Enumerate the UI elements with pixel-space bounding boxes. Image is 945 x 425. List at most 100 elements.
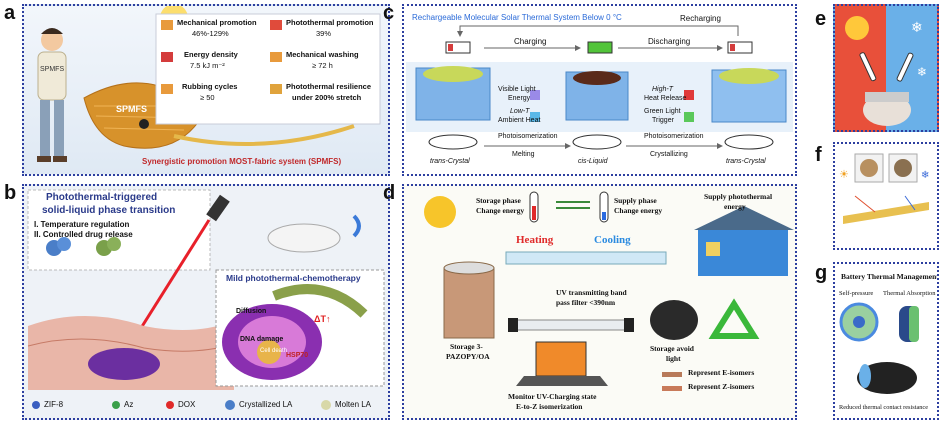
panel-g: Battery Thermal Management Self-pressure… (833, 262, 939, 420)
crystallizing-label: Crystallizing (650, 151, 688, 158)
stat-value-energy: 7.5 kJ m⁻² (190, 61, 225, 70)
legend-crystallized-icon (225, 400, 235, 410)
laptop-screen-icon (535, 341, 587, 377)
filter-band (505, 251, 667, 265)
diffusion-label: Diffusion (236, 308, 267, 315)
panel-b-item-2: II. Controlled drug release (34, 230, 133, 239)
thermometer-hot-icon (859, 52, 877, 82)
stretch-icon (270, 84, 282, 94)
thermometer-cold-icon (530, 112, 540, 122)
spmfs-badge-person: SPMFS (40, 66, 65, 73)
stat-title-rubbing: Rubbing cycles (182, 82, 238, 91)
house-roof-icon (694, 206, 794, 230)
self-pressure-label: Self-pressure (839, 290, 874, 297)
panel-e-art: ❄ ❄ (845, 16, 927, 126)
thermal-absorption-label: Thermal Absorption (883, 290, 936, 297)
legend-zif8-icon (32, 401, 40, 409)
panel-c: Rechargeable Molecular Solar Thermal Sys… (402, 4, 797, 176)
panel-a-art (37, 6, 381, 162)
crystal-cluster-icon (46, 237, 121, 256)
sun-icon (845, 16, 869, 40)
panel-g-title: Battery Thermal Management (841, 272, 939, 281)
reduced-resistance-label: Reduced thermal contact resistance (839, 404, 928, 411)
legend-az-icon (112, 401, 120, 409)
panel-label-d: d (383, 182, 396, 204)
stat-title-photothermal: Photothermal promotion (286, 18, 374, 27)
discharging-label: Discharging (648, 37, 691, 46)
legend-zif8: ZIF-8 (44, 400, 64, 409)
low-t-label: Low-T (510, 108, 530, 115)
ambient-heat-label: Ambient Heat (498, 117, 541, 124)
laptop-base-icon (516, 376, 608, 386)
panel-b-item-1: I. Temperature regulation (34, 220, 130, 229)
uv-filter-label-1: UV transmitting band (556, 288, 627, 297)
thermometer-icon (270, 20, 282, 30)
panel-b-title-1: Photothermal-triggered (46, 192, 158, 203)
dark-storage-icon (650, 300, 698, 340)
recharging-label: Recharging (680, 14, 721, 23)
fiber-strand (173, 124, 355, 146)
change-energy-label-1: Change energy (476, 206, 525, 215)
storage-tank-icon (443, 267, 495, 339)
recycle-icon (708, 298, 760, 339)
photoisomerization-label-2: Photoisomerization (644, 133, 704, 140)
trans-crystal-label-1: trans-Crystal (430, 158, 470, 165)
e-isomer-icon (662, 372, 682, 377)
thermometer-cold-icon (896, 52, 914, 82)
stat-title-mechanical: Mechanical promotion (177, 18, 257, 27)
panel-c-title: Rechargeable Molecular Solar Thermal Sys… (412, 13, 622, 22)
mild-therapy-label: Mild photothermal-chemotherapy (226, 273, 361, 283)
battery-full-icon (587, 41, 613, 54)
stat-value-mechanical: 46%-129% (192, 29, 229, 38)
stat-value-rubbing: ≥ 50 (200, 93, 215, 102)
curved-arrow-icon (352, 214, 361, 238)
sun-icon: ☀ (839, 168, 849, 181)
panel-b-art (27, 189, 385, 410)
laser-device-icon (206, 194, 230, 222)
z-isomer-icon (662, 386, 682, 391)
high-t-label: High-T (652, 86, 674, 93)
panel-c-art (406, 25, 793, 150)
delta-t-label: ΔT↑ (314, 314, 331, 324)
person-figure (37, 28, 67, 162)
supply-photothermal-label: Supply photothermal (704, 192, 773, 201)
fiber-icon (272, 284, 368, 318)
panel-b-title-2: solid-liquid phase transition (42, 205, 176, 216)
phase-transition-box (27, 189, 211, 271)
nucleus-icon (257, 340, 281, 364)
molecule-trans-left (428, 134, 478, 150)
panel-e: ❄ ❄ (833, 4, 939, 132)
trigger-label: Trigger (652, 117, 674, 124)
stat-title-energy: Energy density (184, 50, 238, 59)
panel-a: SPMFS SPMFS Mechanical promotion 46%-129… (22, 4, 390, 176)
battery-empty-icon (445, 41, 471, 54)
molecule-cis (572, 134, 622, 150)
thermometer-hot-icon (684, 90, 694, 100)
legend-crystallized: Crystallized LA (239, 400, 293, 409)
uv-tube (515, 319, 627, 331)
sun-icon (424, 196, 456, 228)
supply-phase-label: Supply phase (614, 196, 657, 205)
panel-f-art: ☀ ❄ (839, 153, 929, 224)
rubbing-icon (161, 84, 173, 94)
green-light-label: Green Light (644, 108, 681, 115)
snowflake-icon-2: ❄ (917, 65, 927, 79)
stat-value-resilience: under 200% stretch (292, 93, 362, 102)
pazopy-label: PAZOPY/OA (446, 352, 490, 361)
fabric-film (843, 202, 929, 224)
inset-microscopy-right (888, 153, 918, 183)
muscle-icon (161, 20, 173, 30)
energy-label: Energy (508, 95, 531, 102)
legend-molten-icon (321, 400, 331, 410)
battery-low-icon (727, 41, 753, 54)
monitor-label-1: Monitor UV-Charging state (508, 392, 597, 401)
trans-crystal-label-2: trans-Crystal (726, 158, 766, 165)
panel-label-c: c (383, 2, 395, 24)
panel-label-f: f (815, 144, 822, 166)
snowflake-icon: ❄ (921, 170, 929, 181)
stats-box (155, 13, 381, 125)
dna-damage-label: DNA damage (240, 336, 284, 343)
storage3-label: Storage 3- (450, 342, 483, 351)
change-energy-label-2: Change energy (614, 206, 663, 215)
panel-f: ☀ ❄ (833, 142, 939, 250)
